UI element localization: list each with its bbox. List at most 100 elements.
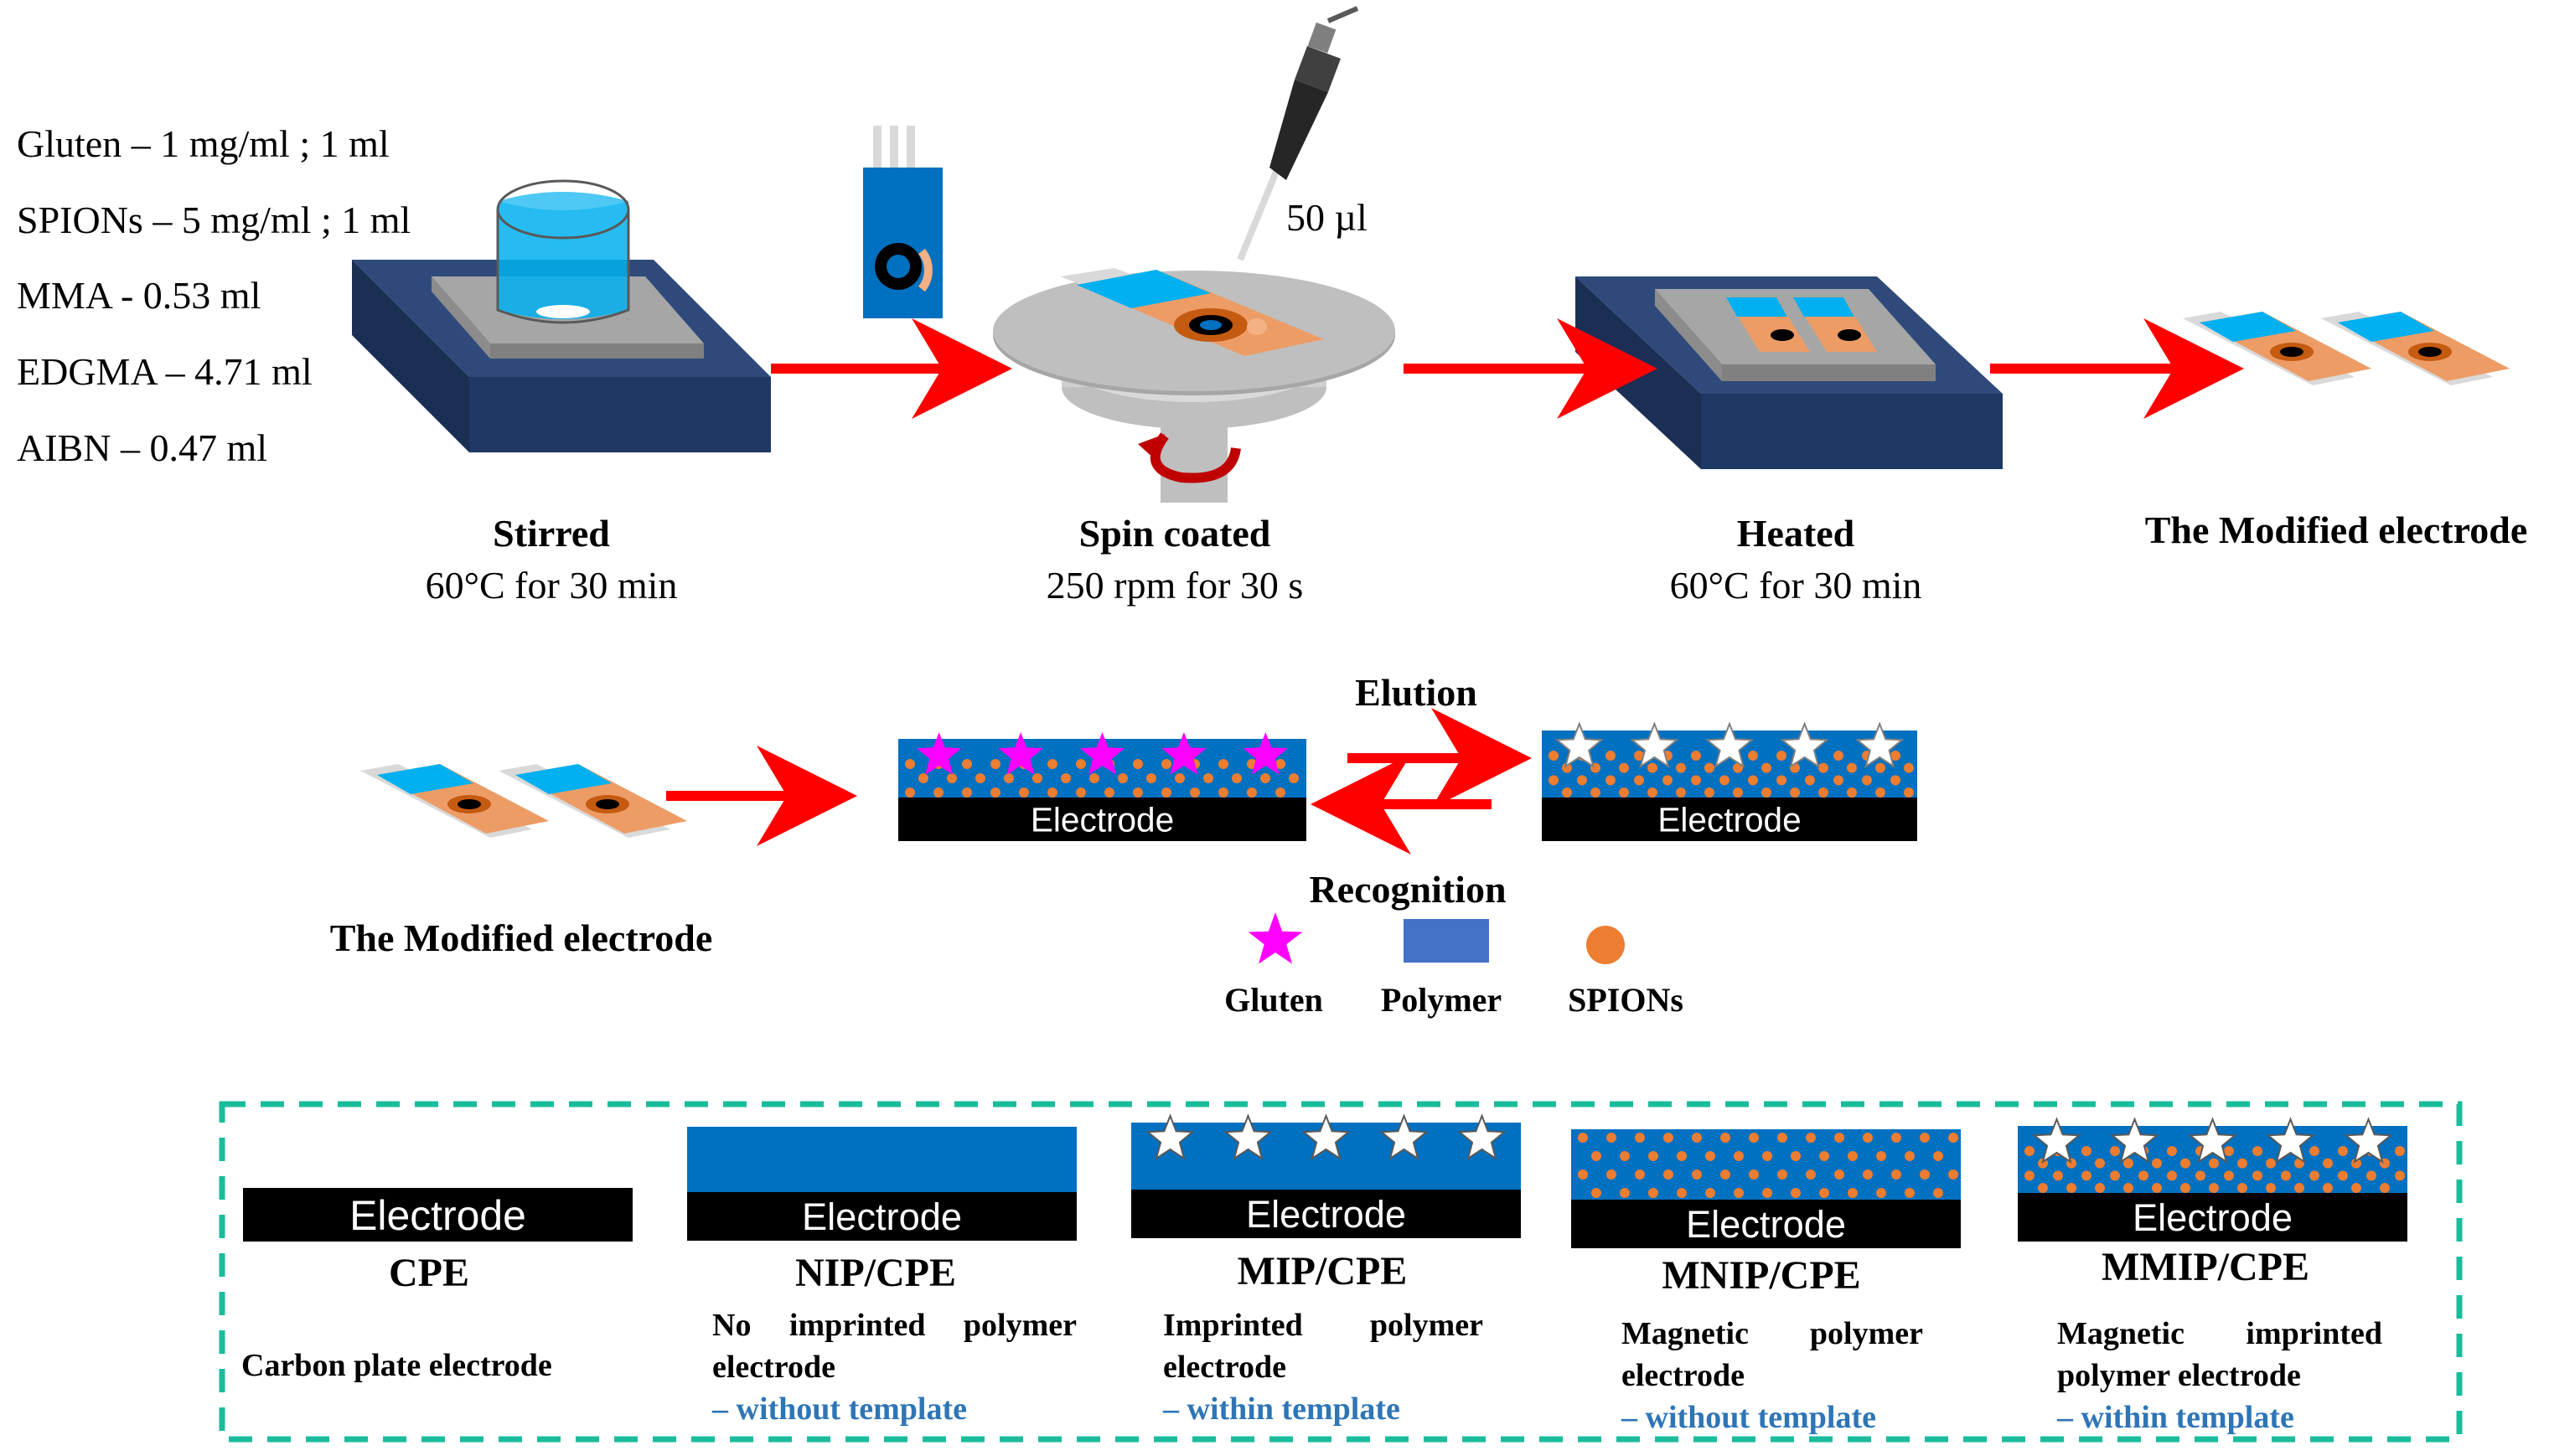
ingredient-gluten: Gluten – 1 mg/ml ; 1 ml — [17, 122, 390, 165]
spion-particle — [2095, 1158, 2105, 1169]
spion-particle — [1662, 775, 1673, 786]
spion-particle — [1692, 1133, 1702, 1143]
electrode-base — [687, 1192, 1077, 1241]
imprinted-cavity-star — [1780, 721, 1829, 768]
spion-particle — [1920, 1133, 1930, 1143]
spion-particle — [1634, 751, 1644, 761]
spion-particle — [947, 773, 957, 783]
spion-particle — [2167, 1170, 2177, 1181]
spion-particle — [2309, 1170, 2319, 1181]
type-mmip-desc-line2: polymer electrode — [2057, 1358, 2301, 1393]
pipette-icon — [1237, 6, 1359, 261]
spion-particle — [2167, 1146, 2177, 1156]
spion-particle — [962, 759, 972, 769]
spion-particle — [1289, 773, 1299, 783]
type-mip-note: – within template — [1163, 1391, 1400, 1427]
spion-particle — [2138, 1170, 2148, 1181]
heater-plate — [1575, 276, 2003, 469]
pipette-volume-label: 50 µl — [1286, 196, 1368, 239]
legend-polymer-rect — [1404, 919, 1489, 963]
spion-particle — [905, 759, 915, 769]
imprinted-cavity-star — [1704, 721, 1755, 768]
spion-particle — [1577, 775, 1587, 786]
spion-particle — [1806, 1169, 1816, 1180]
spion-particle — [1047, 787, 1057, 798]
type-nip-title: NIP/CPE — [795, 1251, 956, 1295]
spion-particle — [2338, 1146, 2348, 1156]
spion-particle — [1647, 787, 1657, 798]
spion-particle — [2152, 1158, 2162, 1169]
spion-particle — [1605, 775, 1616, 786]
spion-particle — [1692, 1169, 1702, 1180]
spion-particle — [1733, 787, 1743, 798]
spion-particle — [1118, 773, 1128, 783]
spion-particle — [1635, 1169, 1645, 1180]
spion-particle — [1862, 775, 1872, 786]
spion-particle — [1677, 1151, 1687, 1161]
process-arrows — [666, 318, 2244, 854]
spion-particle — [1578, 1169, 1588, 1180]
electrode-text: Electrode — [1686, 1203, 1846, 1246]
spion-particle — [1818, 762, 1828, 773]
spion-particle — [2195, 1170, 2205, 1181]
spion-particle — [2081, 1146, 2091, 1156]
spion-particle — [1777, 1169, 1787, 1180]
template-cavity-star — [1457, 1113, 1507, 1160]
spion-particle — [2024, 1170, 2035, 1181]
electrode-base — [1131, 1190, 1521, 1238]
spion-particle — [1705, 1151, 1715, 1161]
spion-particle — [1818, 787, 1828, 798]
gluten-star — [998, 732, 1043, 775]
spion-particle — [2180, 1183, 2190, 1193]
screen-printed-electrode-icon — [863, 126, 943, 318]
type-mip-title: MIP/CPE — [1237, 1249, 1408, 1293]
spion-particle — [1161, 787, 1171, 798]
spion-particle — [1905, 1151, 1915, 1161]
spion-particle — [1203, 773, 1213, 783]
spion-particle — [1076, 759, 1086, 769]
mip-illustration: Electrode — [1131, 1113, 1521, 1238]
spion-particle — [1691, 751, 1701, 761]
spion-particle — [1720, 1169, 1730, 1180]
spion-particle — [1933, 1151, 1943, 1161]
spion-particle — [2024, 1146, 2035, 1156]
spion-particle — [2281, 1170, 2291, 1181]
legend-spion-dot — [1586, 926, 1625, 964]
spion-particle — [2066, 1183, 2076, 1193]
spion-particle — [1848, 1151, 1858, 1161]
spion-particle — [2123, 1158, 2133, 1169]
spion-particle — [1762, 1188, 1772, 1198]
spion-particle — [1748, 751, 1758, 761]
spion-particle — [1749, 1133, 1759, 1143]
spion-particle — [2338, 1170, 2348, 1181]
spion-particle — [1891, 1133, 1901, 1143]
spion-particle — [990, 759, 1000, 769]
electrode-base — [1542, 798, 1917, 841]
spion-particle — [1806, 1133, 1816, 1143]
spion-particle — [2252, 1146, 2262, 1156]
type-nip-desc-line1: No imprinted polymer — [712, 1308, 1077, 1343]
spion-particle — [1275, 787, 1285, 798]
type-mip-desc-line1: Imprinted polymer — [1163, 1308, 1483, 1343]
spion-particle — [1549, 775, 1559, 786]
spion-particle — [1606, 1133, 1616, 1143]
spion-particle — [2123, 1183, 2133, 1193]
spion-particle — [1933, 1188, 1943, 1198]
spion-particle — [1777, 1133, 1787, 1143]
legend-spions-label: SPIONs — [1568, 981, 1683, 1019]
spion-particle — [1890, 751, 1900, 761]
electrode-base — [1571, 1200, 1961, 1248]
electrode-text: Electrode — [2133, 1196, 2293, 1239]
spion-particle — [1776, 751, 1786, 761]
spion-particle — [1663, 1133, 1673, 1143]
spion-particle — [1819, 1188, 1829, 1198]
spion-particle — [1761, 762, 1771, 773]
modified-electrodes-top — [2183, 312, 2510, 385]
spion-particle — [2152, 1183, 2162, 1193]
spion-particle — [1032, 773, 1042, 783]
step-spin-title: Spin coated — [1078, 512, 1271, 555]
spion-particle — [1876, 1188, 1886, 1198]
spion-particle — [1904, 762, 1914, 773]
spion-particle — [2038, 1183, 2048, 1193]
